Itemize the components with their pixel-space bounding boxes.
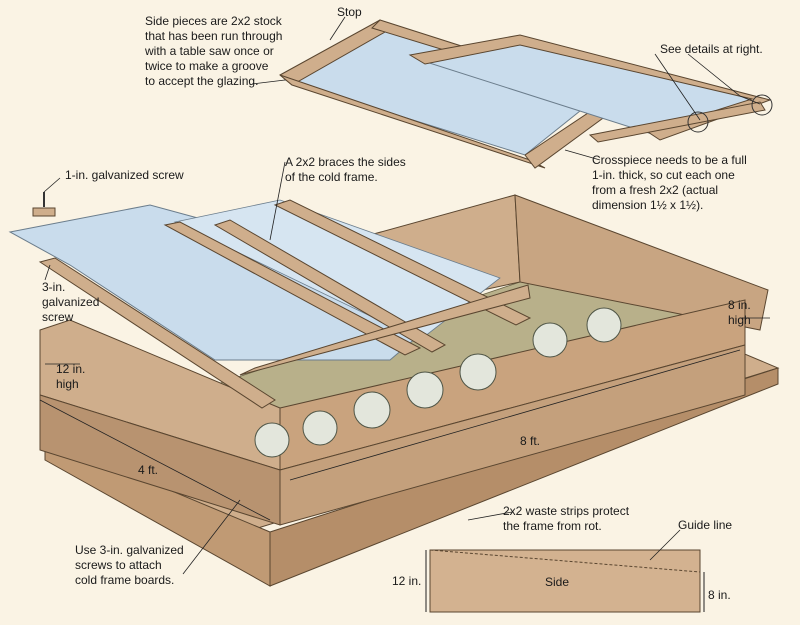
callout-see-details: See details at right.	[660, 42, 763, 56]
right-back-board	[514, 194, 769, 331]
detail-circle-1	[687, 111, 709, 133]
callout-side-pieces-line-5: to accept the glazing.	[145, 74, 259, 88]
top-lid-frame-right	[279, 74, 546, 169]
side-detail-guide-line	[429, 549, 701, 573]
screw-block	[32, 207, 56, 217]
right-face	[279, 344, 746, 526]
lid-rails	[38, 199, 532, 409]
callout-crosspiece-line-3: from a fresh 2x2 (actual	[592, 183, 719, 197]
callout-width-4ft: 4 ft.	[138, 463, 159, 477]
callout-length-8ft: 8 ft.	[520, 434, 541, 448]
callout-high-12in-line-1: 12 in.	[56, 362, 86, 376]
callout-screw-3in-line-1: 3-in.	[42, 280, 66, 294]
callout-braces-line-1: A 2x2 braces the sides	[285, 155, 406, 169]
callout-waste-strips-line-1: 2x2 waste strips protect	[503, 504, 630, 518]
callout-waste-strips-line-2: the frame from rot.	[503, 519, 602, 533]
callout-side-pieces-line-1: Side pieces are 2x2 stock	[145, 14, 282, 28]
lettuce-plants	[254, 307, 622, 458]
callout-braces-line-2: of the cold frame.	[285, 170, 378, 184]
side-detail-left-label: 12 in.	[392, 574, 422, 588]
detail-circle-2	[751, 94, 773, 116]
side-detail-right-label: 8 in.	[708, 588, 731, 602]
callout-stop: Stop	[337, 5, 362, 19]
callout-crosspiece-line-4: dimension 1½ x 1½).	[592, 198, 704, 212]
side-detail-guide-label: Guide line	[678, 518, 733, 532]
callout-screw-3in-line-3: screw	[42, 310, 74, 324]
callout-screw-3in: 3-in. galvanized screw	[42, 280, 122, 325]
callout-use-screws: Use 3-in. galvanized screws to attach co…	[75, 543, 235, 588]
callout-use-screws-line-1: Use 3-in. galvanized	[75, 543, 184, 557]
callout-high-8in: 8 in. high	[728, 298, 778, 328]
dim-4ft	[39, 399, 271, 521]
callout-side-pieces: Side pieces are 2x2 stock that has been …	[145, 14, 345, 89]
callout-high-12in: 12 in. high	[56, 362, 106, 392]
leader-lines	[43, 16, 770, 575]
callout-screw-3in-line-2: galvanized	[42, 295, 100, 309]
callout-high-8in-line-1: 8 in.	[728, 298, 751, 312]
callout-waste-strips: 2x2 waste strips protect the frame from …	[503, 504, 673, 534]
callout-braces: A 2x2 braces the sides of the cold frame…	[285, 155, 445, 185]
callout-side-pieces-line-2: that has been run through	[145, 29, 283, 43]
callout-screw-1in: 1-in. galvanized screw	[65, 168, 184, 182]
callout-use-screws-line-3: cold frame boards.	[75, 573, 175, 587]
dim-8ft	[289, 349, 741, 481]
callout-crosspiece: Crosspiece needs to be a full 1-in. thic…	[592, 153, 797, 213]
callout-high-12in-line-2: high	[56, 377, 79, 391]
callout-side-pieces-line-4: twice to make a groove	[145, 59, 269, 73]
callout-crosspiece-line-2: 1-in. thick, so cut each one	[592, 168, 735, 182]
callout-side-pieces-line-3: with a table saw once or	[145, 44, 274, 58]
side-detail-label: Side	[545, 575, 570, 589]
callout-crosspiece-line-1: Crosspiece needs to be a full	[592, 153, 747, 167]
side-detail-board	[429, 549, 701, 613]
callout-use-screws-line-2: screws to attach	[75, 558, 162, 572]
callout-high-8in-line-2: high	[728, 313, 751, 327]
